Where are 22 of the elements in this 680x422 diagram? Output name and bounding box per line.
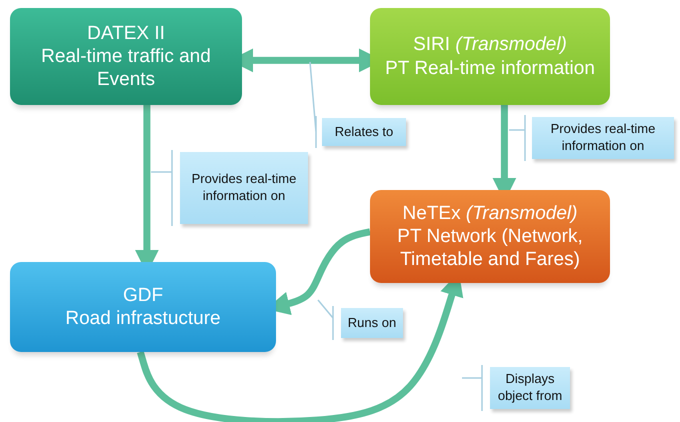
process-box <box>10 8 242 105</box>
callout-box: Relates to <box>322 118 406 146</box>
callout-box: Provides real-time information on <box>532 117 674 159</box>
node-description: PT Network (Network, Timetable and Fares) <box>396 224 584 272</box>
process-box <box>370 8 610 105</box>
node-heading: DATEX II <box>87 22 165 45</box>
node-description: Real-time traffic and Events <box>40 44 212 92</box>
leader-line <box>309 61 317 149</box>
leader-line <box>150 149 173 227</box>
leader-line <box>317 299 334 341</box>
callout-box: Displays object from <box>490 367 570 409</box>
leader-line <box>461 364 483 412</box>
node-heading: GDF <box>122 284 164 307</box>
leader-line <box>508 114 526 162</box>
process-box <box>10 262 276 352</box>
callout-box: Provides real-time information on <box>180 152 308 224</box>
callout-box: Runs on <box>341 308 403 338</box>
node-description: PT Real-time information <box>385 56 595 80</box>
node-heading: SIRI (Transmodel) <box>413 33 567 56</box>
node-heading: NeTEx (Transmodel) <box>402 202 578 225</box>
node-description: Road infrastucture <box>65 307 221 330</box>
process-box <box>370 190 610 283</box>
